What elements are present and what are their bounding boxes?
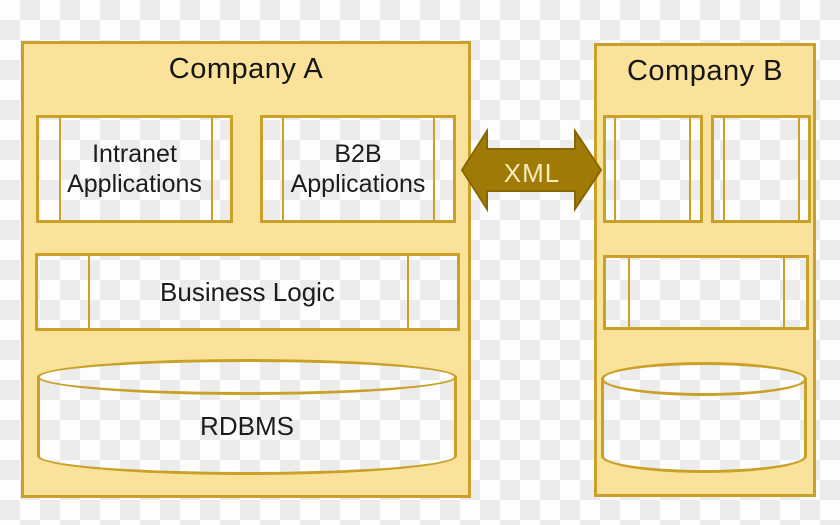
company-b-empty-logic-box (603, 255, 809, 330)
company-a-box: Company A Intranet Applications B2B Appl… (21, 41, 471, 498)
compartment-divider (783, 258, 785, 327)
intranet-applications-box: Intranet Applications (36, 115, 233, 223)
compartment-divider (614, 118, 616, 220)
xml-label: XML (504, 158, 560, 188)
business-logic-text: Business Logic (160, 277, 335, 307)
compartment-divider (59, 118, 61, 220)
company-a-title: Company A (168, 53, 324, 85)
compartment-divider (282, 118, 284, 220)
b2b-applications-box: B2B Applications (260, 115, 456, 223)
compartment-divider (723, 118, 725, 220)
compartment-divider (407, 256, 409, 328)
compartment-divider (211, 118, 213, 220)
company-b-title: Company B (626, 55, 783, 87)
company-b-box: Company B (594, 43, 816, 497)
cylinder-top-ellipse (37, 359, 457, 395)
xml-arrow: XML (460, 127, 603, 213)
rdbms-cylinder: RDBMS (37, 359, 457, 475)
company-b-empty-cylinder (601, 362, 807, 473)
company-b-empty-app-box-2 (711, 115, 811, 223)
compartment-divider (689, 118, 691, 220)
cylinder-top-ellipse (601, 362, 807, 396)
compartment-divider (628, 258, 630, 327)
double-arrow-shape (460, 127, 603, 213)
b2b-applications-label: B2B Applications (263, 118, 453, 220)
compartment-divider (798, 118, 800, 220)
business-logic-box: Business Logic (35, 253, 460, 331)
b2b-label-line2: Applications (290, 170, 426, 198)
b2b-label-line1: B2B (334, 140, 382, 168)
compartment-divider (88, 256, 90, 328)
rdbms-label: RDBMS (200, 411, 294, 441)
intranet-applications-label: Intranet Applications (39, 118, 230, 220)
company-b-empty-app-box-1 (603, 115, 703, 223)
intranet-label-line2: Applications (67, 170, 202, 198)
intranet-label-line1: Intranet (92, 140, 177, 168)
business-logic-label: Business Logic (38, 256, 457, 328)
compartment-divider (433, 118, 435, 220)
